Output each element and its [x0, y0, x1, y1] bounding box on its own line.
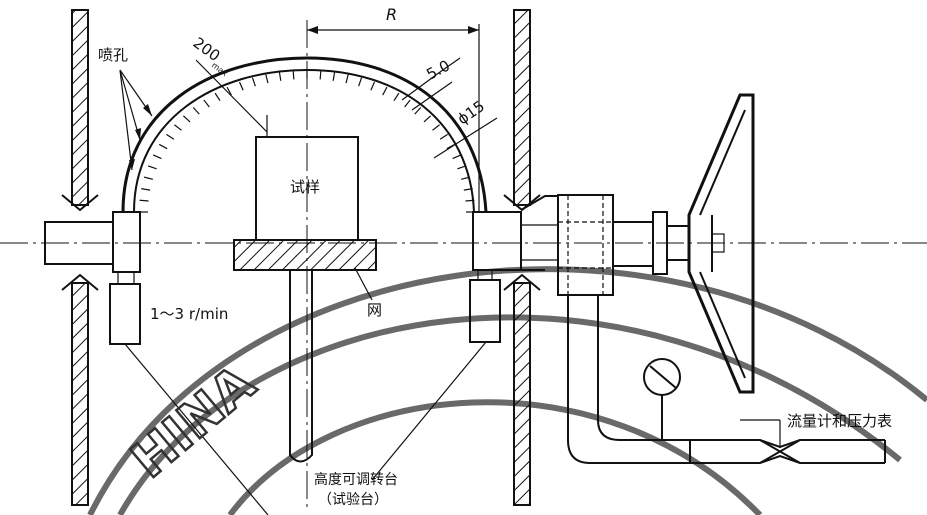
nozzle-tick [414, 107, 422, 115]
turntable-stem [289, 270, 313, 463]
specimen-label: 试样 [290, 178, 320, 196]
nozzle-tick [358, 77, 363, 87]
nozzle-tick [278, 71, 282, 81]
nozzle-tick [182, 115, 191, 123]
nozzle-tick [460, 176, 471, 180]
nozzle-tick [214, 92, 221, 101]
watermark-stamp [87, 266, 927, 515]
nozzle-tick [423, 115, 432, 123]
nozzle-tick [238, 81, 244, 91]
water-pipe [567, 295, 886, 464]
mesh-table [233, 239, 377, 271]
nozzle-tick [203, 99, 210, 108]
rotation-speed-label: 1～3 r/min [150, 305, 228, 323]
dim-5-0-label: 5.0 [423, 56, 453, 83]
nozzle-holes-label: 喷孔 [98, 46, 128, 64]
left-shaft-assembly [44, 211, 141, 345]
dimension-200max [195, 59, 268, 137]
flow-pressure-label: 流量计和压力表 [787, 412, 892, 430]
turntable-label-line2: （试验台） [318, 492, 388, 508]
nozzle-tick [174, 124, 182, 131]
nozzle-tick [147, 165, 157, 170]
nozzle-tick [265, 74, 269, 84]
nozzle-tick [345, 74, 349, 84]
nozzle-tick [226, 86, 232, 96]
nozzle-tick [404, 99, 411, 108]
nozzle-tick [166, 133, 175, 140]
nozzle-tick [432, 124, 440, 131]
gearbox [557, 194, 614, 296]
dimension-r [307, 24, 480, 212]
nozzle-tick [319, 70, 322, 80]
dim-r-label: R [386, 5, 397, 24]
nozzle-tick [382, 86, 388, 96]
pressure-gauge-icon [643, 358, 681, 440]
dim-phi15-label: ϕ15 [454, 97, 488, 128]
dim-200-label: 200 [190, 34, 224, 65]
nozzle-tick [139, 199, 149, 202]
nozzle-tick [251, 77, 256, 87]
nozzle-tick [292, 70, 295, 80]
nozzle-tick [332, 71, 336, 81]
dimension-phi15 [433, 117, 498, 159]
nozzle-tick [452, 154, 462, 160]
nozzle-tick [143, 176, 154, 180]
left-wall [61, 9, 99, 506]
right-shaft-assembly [469, 195, 558, 343]
watermark-text: HINA [120, 354, 266, 489]
nozzle-tick [141, 188, 151, 191]
turntable-leaders [124, 341, 487, 515]
nozzle-leaders [119, 69, 153, 171]
handwheel [687, 93, 755, 394]
nozzle-tick [465, 199, 475, 202]
nozzle-tick [192, 107, 200, 115]
nozzle-tick [393, 92, 400, 101]
nozzle-tick [152, 154, 162, 160]
nozzle-tick [439, 133, 448, 140]
dimension-5-0 [401, 57, 461, 111]
turntable-label-line1: 高度可调转台 [314, 471, 398, 488]
nozzle-tick [370, 81, 376, 91]
nozzle-tick [158, 143, 168, 150]
mesh-label: 网 [367, 301, 382, 319]
nozzle-tick [463, 188, 473, 191]
nozzle-tick [457, 165, 467, 170]
mesh-leader [354, 267, 373, 301]
